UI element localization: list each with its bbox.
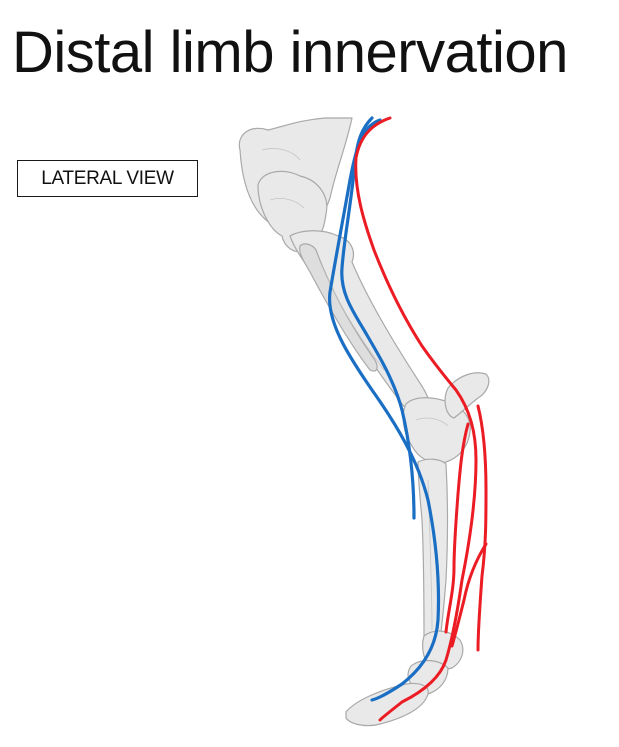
- hoof: [346, 683, 428, 725]
- red-nerve-palmar: [478, 406, 486, 650]
- metacarpal-bone: [418, 459, 448, 644]
